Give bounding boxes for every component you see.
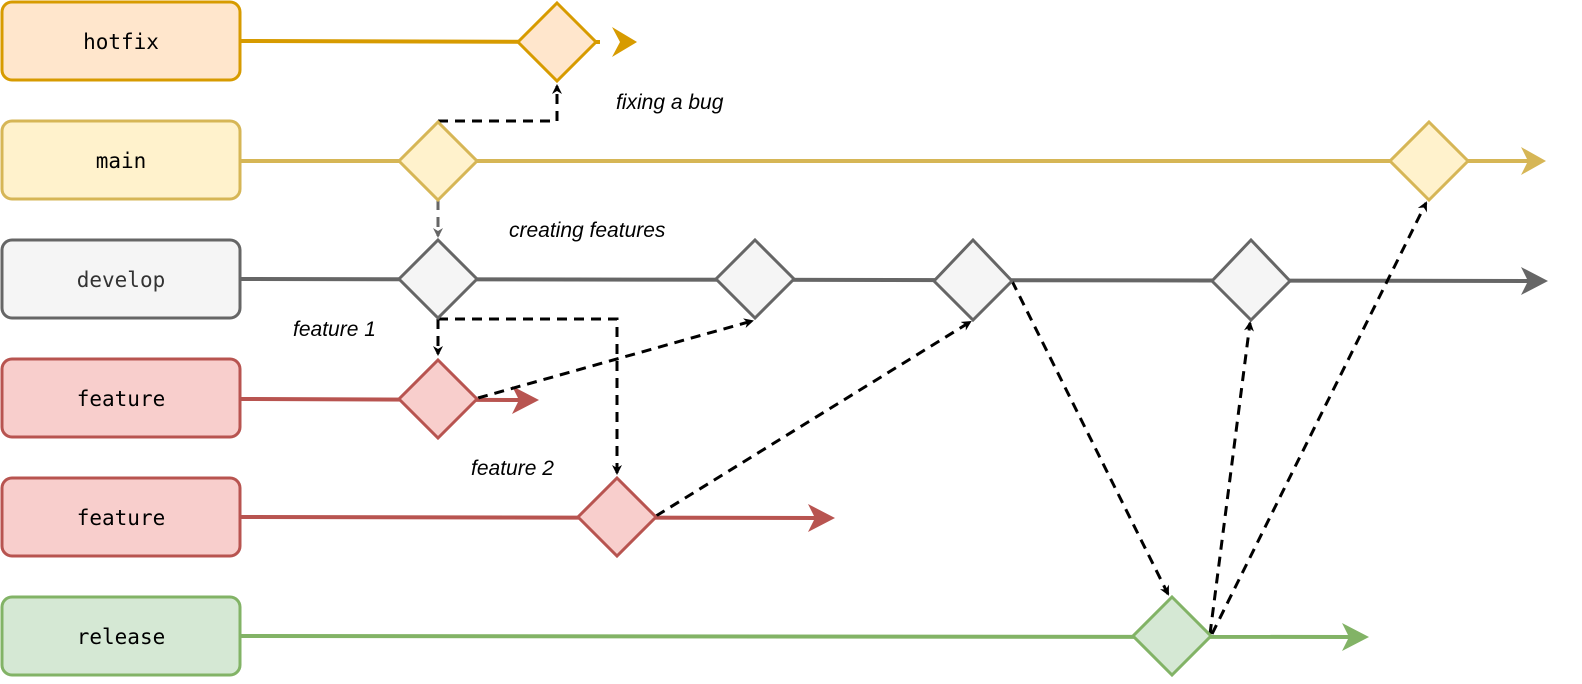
- develop-arrow-icon: [1521, 267, 1548, 295]
- commit-release-c1[interactable]: [1130, 594, 1214, 678]
- annotations: fixing a bug creating features feature 1…: [293, 91, 724, 480]
- commit-develop-c2[interactable]: [713, 237, 797, 321]
- connections: [433, 84, 1428, 635]
- connection-main-to-hotfix: [438, 84, 562, 123]
- note-feature-2: feature 2: [471, 457, 554, 480]
- connection-develop-to-release: [1010, 280, 1170, 596]
- commit-develop-c1[interactable]: [396, 237, 480, 321]
- connection-develop-to-feature2: [438, 317, 622, 475]
- branch-label-hotfix: hotfix: [83, 30, 159, 54]
- feature1-arrow-icon: [512, 386, 539, 414]
- main-arrow-icon: [1521, 147, 1546, 175]
- hotfix-arrow-icon: [612, 27, 637, 57]
- connection-release-to-develop: [1208, 321, 1254, 635]
- branch-label-develop: develop: [77, 268, 166, 292]
- branch-label-release: release: [77, 625, 166, 649]
- branch-box-release[interactable]: release: [0, 595, 242, 677]
- note-creating-features: creating features: [509, 219, 666, 242]
- commit-feature1-c1[interactable]: [396, 357, 480, 441]
- branch-label-feature-1: feature: [77, 387, 166, 411]
- commit-hotfix-c1[interactable]: [515, 0, 599, 84]
- branch-box-main[interactable]: main: [0, 119, 242, 201]
- connection-release-to-main: [1210, 201, 1428, 635]
- commit-develop-c4[interactable]: [1209, 237, 1293, 323]
- branch-label-main: main: [96, 149, 147, 173]
- feature2-line: [240, 515, 816, 520]
- commits: [396, 0, 1471, 678]
- branch-box-develop[interactable]: develop: [0, 238, 242, 320]
- note-feature-1: feature 1: [293, 318, 376, 341]
- branch-label-feature-2: feature: [77, 506, 166, 530]
- feature2-arrow-icon: [808, 504, 835, 532]
- commit-develop-c3[interactable]: [931, 237, 1015, 323]
- commit-main-c1[interactable]: [396, 119, 480, 203]
- release-arrow-icon: [1342, 623, 1369, 651]
- commit-feature2-c1[interactable]: [575, 475, 659, 559]
- connection-feature1-to-develop: [477, 318, 754, 400]
- branch-box-hotfix[interactable]: hotfix: [0, 0, 242, 82]
- branch-box-feature-1[interactable]: feature: [0, 357, 242, 439]
- connection-feature2-to-develop: [655, 320, 972, 518]
- branch-boxes: hotfix main develop feature feature rele…: [0, 0, 242, 677]
- branch-box-feature-2[interactable]: feature: [0, 476, 242, 558]
- note-fixing-a-bug: fixing a bug: [616, 91, 724, 114]
- commit-main-c2[interactable]: [1387, 119, 1471, 203]
